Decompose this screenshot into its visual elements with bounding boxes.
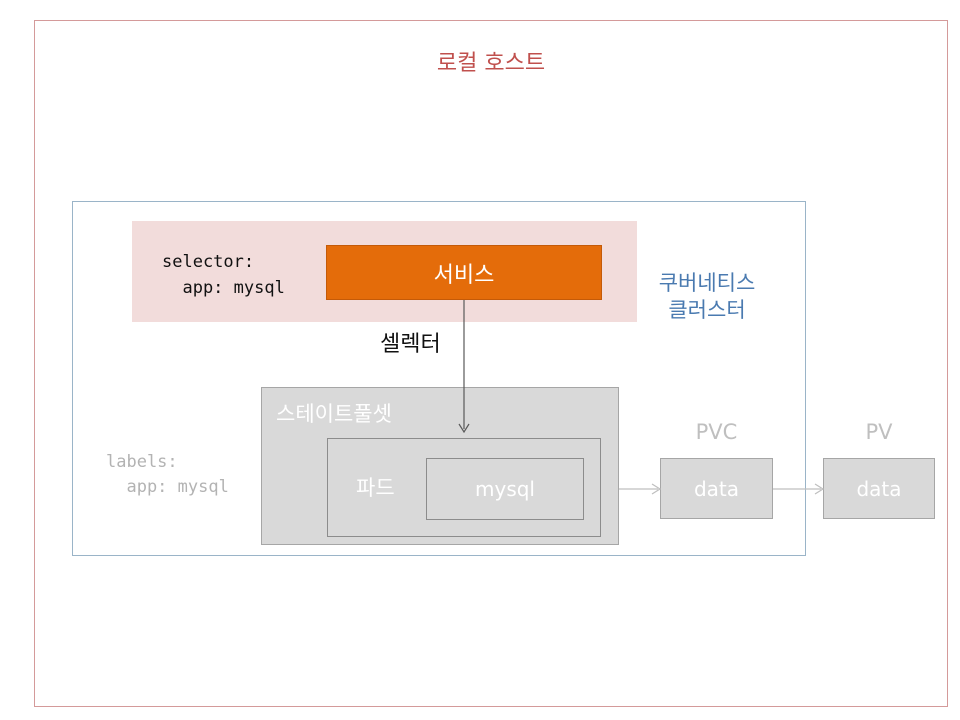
pvc-title: PVC: [695, 420, 738, 444]
selector-line1: selector:: [162, 252, 255, 272]
statefulset-node[interactable]: [261, 387, 619, 545]
statefulset-label: 스테이트풀셋: [276, 402, 392, 426]
pod-label: 파드: [356, 476, 395, 500]
pv-node[interactable]: data: [823, 458, 935, 519]
cluster-title-line1: 쿠버네티스: [658, 271, 756, 295]
pv-data-label: data: [856, 476, 902, 501]
kubernetes-cluster-title: 쿠버네티스 클러스터: [636, 270, 778, 324]
container-label: mysql: [475, 477, 535, 501]
pvc-data-label: data: [693, 476, 740, 501]
labels-line1: labels:: [106, 452, 178, 472]
service-node[interactable]: 서비스: [326, 245, 602, 300]
selector-line2: app: mysql: [162, 278, 285, 298]
pod-node[interactable]: [327, 438, 601, 537]
pod-labels-text: labels: app: mysql: [106, 450, 229, 500]
pvc-node[interactable]: data: [660, 458, 773, 519]
labels-line2: app: mysql: [106, 477, 229, 497]
service-label: 서비스: [433, 262, 495, 288]
local-host-frame: [34, 20, 948, 707]
local-host-title: 로컬 호스트: [436, 51, 546, 76]
cluster-title-line2: 클러스터: [668, 298, 746, 322]
selector-edge-label: 셀렉터: [380, 332, 441, 357]
kubernetes-cluster-frame: [72, 201, 806, 556]
service-selector-text: selector: app: mysql: [162, 249, 285, 301]
mysql-container-node[interactable]: mysql: [426, 458, 584, 520]
pv-title: PV: [865, 420, 893, 444]
